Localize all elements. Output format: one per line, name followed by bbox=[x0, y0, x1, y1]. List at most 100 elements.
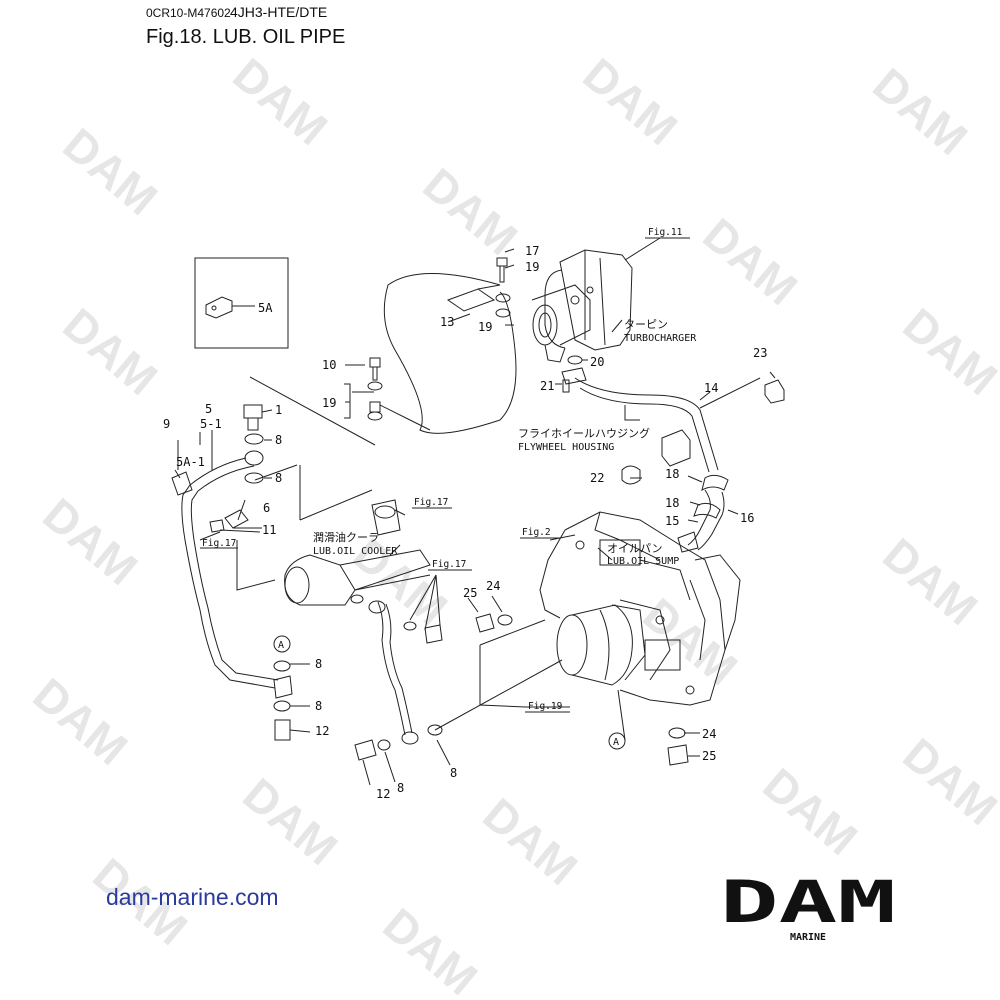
washer-8 bbox=[244, 472, 264, 484]
part-label-8: 8 bbox=[275, 433, 282, 447]
caption-cooler-en: LUB.OIL COOLER bbox=[313, 546, 398, 557]
washer-8 bbox=[403, 621, 417, 631]
gasket-13 bbox=[446, 288, 496, 312]
bolt-21 bbox=[562, 379, 570, 393]
washer-8 bbox=[377, 739, 391, 751]
oil-filter-drawing bbox=[556, 604, 646, 686]
watermark: DAM bbox=[54, 298, 168, 405]
watermark: DAM bbox=[24, 668, 138, 775]
watermark: DAM bbox=[224, 48, 338, 155]
washer-24 bbox=[497, 614, 513, 626]
washer-8 bbox=[273, 660, 291, 672]
watermark: DAM bbox=[874, 528, 988, 635]
engine-block-drawing bbox=[539, 511, 741, 706]
fitting-10 bbox=[171, 471, 193, 496]
part-label-9: 12 bbox=[376, 787, 390, 801]
clamp-bracket bbox=[661, 429, 691, 467]
pipe-5 bbox=[181, 457, 279, 689]
part-label-12: 10 bbox=[322, 358, 336, 372]
watermark: DAM bbox=[374, 898, 488, 1000]
leader-lines bbox=[174, 237, 776, 786]
washer-19 bbox=[367, 381, 383, 391]
component-captions: ターピン TURBOCHARGER フライホイールハウジング FLYWHEEL … bbox=[313, 318, 697, 567]
part-label-8: 8 bbox=[397, 781, 404, 795]
nut-25 bbox=[475, 613, 495, 633]
part-label-8: 8 bbox=[275, 471, 282, 485]
engine-model: 4JH3-HTE/DTE bbox=[230, 4, 328, 20]
part-label-19: 19 bbox=[322, 396, 336, 410]
part-label-10: 9 bbox=[163, 417, 170, 431]
part-label-22: 22 bbox=[590, 471, 604, 485]
watermark: DAM bbox=[34, 488, 148, 595]
fitting-top bbox=[368, 600, 386, 614]
leader-cooler-box bbox=[236, 540, 276, 591]
nut-25 bbox=[667, 744, 689, 766]
nozzle-sump bbox=[677, 531, 699, 553]
figure-title: Fig.18. LUB. OIL PIPE bbox=[146, 26, 346, 48]
logo-subtext: MARINE bbox=[790, 932, 826, 943]
part-label-13: 13 bbox=[440, 315, 454, 329]
part-labels: 17 19 13 19 20 21 23 14 22 18 18 16 15 1… bbox=[163, 244, 767, 801]
callout-label-a: A bbox=[278, 640, 284, 651]
bolt-12 bbox=[369, 357, 381, 381]
banjo-fitting bbox=[244, 450, 264, 466]
part-label-8: 8 bbox=[315, 657, 322, 671]
part-label-20: 20 bbox=[590, 355, 604, 369]
watermark: DAM bbox=[754, 758, 868, 865]
caption-flywheel-jp: フライホイールハウジング bbox=[518, 426, 650, 440]
callout-a bbox=[273, 635, 291, 653]
caption-cooler-jp: 潤滑油クーラ bbox=[313, 530, 379, 544]
part-label-5-1: 5-1 bbox=[200, 417, 222, 431]
bolt-9 bbox=[354, 739, 377, 761]
washer-8 bbox=[244, 433, 264, 445]
banjo-bolt bbox=[369, 401, 381, 413]
part-label-18: 18 bbox=[665, 467, 679, 481]
clamp-18 bbox=[693, 502, 721, 519]
fitting-bottom bbox=[401, 731, 419, 745]
watermark: DAM bbox=[694, 208, 808, 315]
caption-turbocharger-en: TURBOCHARGER bbox=[624, 333, 697, 344]
part-label-18: 18 bbox=[665, 496, 679, 510]
washer-8 bbox=[273, 700, 291, 712]
flange-pipe-top bbox=[561, 367, 587, 385]
hose-16 bbox=[687, 489, 725, 551]
fig-ref-left: Fig.17 bbox=[202, 538, 236, 549]
watermark: DAM bbox=[864, 58, 978, 165]
part-label-25: 25 bbox=[463, 586, 477, 600]
caption-turbocharger-jp: ターピン bbox=[624, 318, 668, 331]
leader-cooler bbox=[249, 376, 376, 521]
oil-return-hose bbox=[383, 273, 517, 434]
part-label-5a: 5A bbox=[258, 301, 273, 315]
bracket-5a-drawing bbox=[205, 296, 233, 319]
washer-19 bbox=[367, 411, 383, 421]
clamp-18 bbox=[701, 474, 729, 491]
figure-refs: Fig.11 Fig.17 Fig.17 Fig.17 Fig.2 Fig.19 bbox=[202, 227, 683, 712]
part-label-6: 6 bbox=[263, 501, 270, 515]
watermark: DAM bbox=[54, 118, 168, 225]
watermark: DAM bbox=[474, 788, 588, 895]
part-label-21: 21 bbox=[540, 379, 554, 393]
part-label-25: 25 bbox=[702, 749, 716, 763]
watermark: DAM bbox=[234, 768, 348, 875]
part-label-24: 24 bbox=[702, 727, 716, 741]
part-label-17: 17 bbox=[525, 244, 539, 258]
inset-box-5a bbox=[194, 257, 289, 349]
bolt-17 bbox=[496, 257, 508, 283]
bolt-right bbox=[424, 624, 443, 644]
part-label-15: 16 bbox=[740, 511, 754, 525]
website-link[interactable]: dam-marine.com bbox=[106, 884, 279, 910]
dam-marine-logo: DAM MARINE bbox=[720, 874, 896, 943]
washer-19 bbox=[495, 308, 511, 318]
caption-sump-jp: オイルパン bbox=[607, 542, 663, 555]
washer-8 bbox=[427, 724, 443, 736]
fig-ref-filter: Fig.19 bbox=[528, 701, 563, 712]
part-label-19: 19 bbox=[525, 260, 539, 274]
part-label-19: 19 bbox=[478, 320, 492, 334]
fig-ref-turbo: Fig.11 bbox=[648, 227, 683, 238]
part-label-1: 1 bbox=[275, 403, 282, 417]
gasket-20 bbox=[567, 355, 583, 365]
fig-ref-block: Fig.2 bbox=[522, 527, 551, 538]
document-code: 0CR10-M47602 bbox=[146, 6, 231, 20]
banjo-fitting-lower bbox=[273, 675, 293, 699]
